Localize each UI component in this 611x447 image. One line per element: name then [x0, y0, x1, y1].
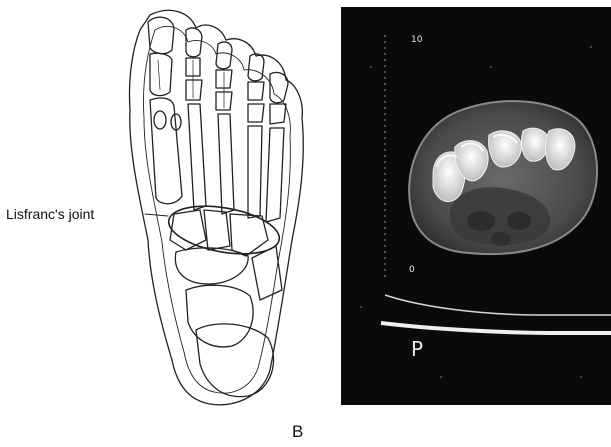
- foot-drawing: [0, 0, 330, 410]
- ct-scan-graphic: [341, 7, 611, 405]
- lisfranc-joint-label: Lisfranc's joint: [6, 206, 94, 222]
- foot-skeleton-illustration: Lisfranc's joint: [0, 0, 330, 410]
- ct-scale-bottom-label: 0: [409, 265, 415, 275]
- ct-orientation-letter: P: [411, 337, 423, 361]
- ct-scan-image: 10 0 P: [341, 7, 611, 405]
- figure-label: B: [292, 422, 304, 442]
- ct-table-line-lower: [381, 323, 611, 333]
- ct-scale-top-label: 10: [411, 35, 422, 45]
- ct-table-line-upper: [385, 295, 611, 315]
